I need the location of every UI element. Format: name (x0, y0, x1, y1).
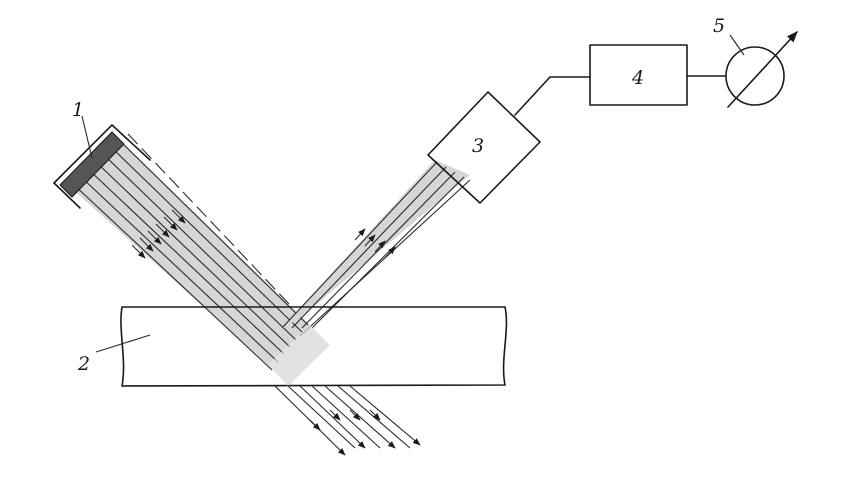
detector (427, 91, 541, 204)
transmitted-beam (268, 325, 421, 456)
meter-gauge (725, 31, 798, 108)
leader-1 (81, 115, 93, 159)
leader-2 (95, 334, 151, 353)
leader-5 (729, 34, 745, 56)
label-meter: 5 (713, 15, 725, 37)
incident-beam (68, 133, 310, 371)
label-source: 1 (72, 99, 84, 121)
sample-plate (120, 306, 508, 387)
reflected-beam (280, 160, 471, 337)
connector-wire (514, 76, 591, 116)
label-detector: 3 (472, 135, 484, 157)
amplifier-box (589, 44, 688, 106)
label-sample: 2 (77, 353, 90, 375)
radiation-source (53, 124, 151, 209)
label-amplifier: 4 (631, 67, 644, 89)
